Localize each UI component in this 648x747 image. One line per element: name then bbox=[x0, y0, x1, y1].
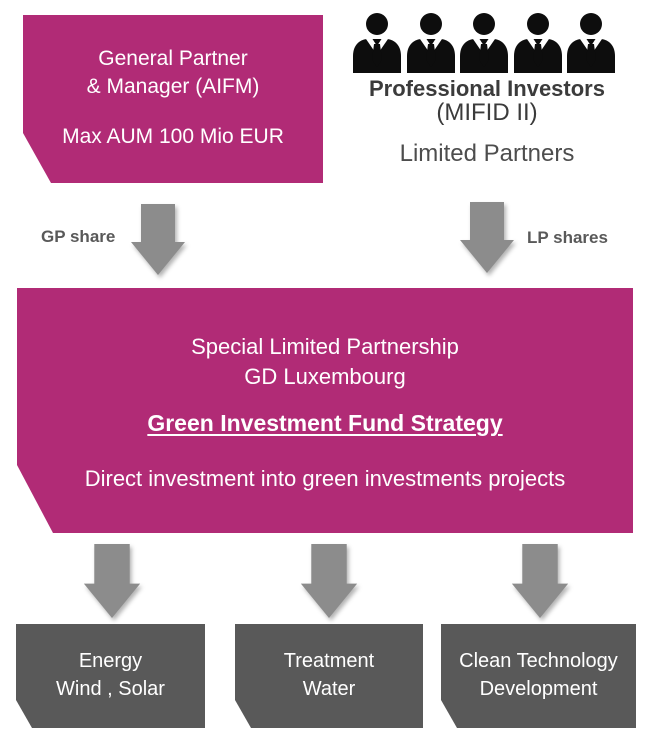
sector-box-energy: Energy Wind , Solar bbox=[16, 624, 205, 728]
fund-partnership-box: Special Limited Partnership GD Luxembour… bbox=[17, 288, 633, 533]
sector-water-line2: Water bbox=[302, 678, 356, 700]
businessman-icon bbox=[460, 13, 508, 73]
gp-box-spacer bbox=[23, 101, 323, 123]
investors-title: Professional Investors bbox=[369, 76, 605, 101]
sector-cleantech-line2: Development bbox=[479, 678, 598, 700]
sector-water-line1: Treatment bbox=[283, 650, 375, 672]
businessman-icon bbox=[513, 13, 562, 73]
businessman-icon bbox=[567, 13, 615, 73]
gp-box-subtitle: Max AUM 100 Mio EUR bbox=[62, 125, 284, 148]
fund-box-line1: Special Limited Partnership bbox=[191, 334, 459, 359]
sector-box-cleantech: Clean Technology Development bbox=[441, 624, 636, 728]
fund-strategy-title: Green Investment Fund Strategy bbox=[147, 410, 503, 436]
gp-down-arrow-icon bbox=[131, 204, 185, 275]
limited-partners-caption: Limited Partners bbox=[399, 140, 575, 167]
fund-description: Direct investment into green investments… bbox=[84, 466, 566, 491]
fund-box-line2: GD Luxembourg bbox=[244, 364, 406, 389]
sector-arrow-icon-water bbox=[300, 544, 358, 618]
sector-cleantech-line1: Clean Technology bbox=[459, 650, 618, 672]
investor-icons-row bbox=[352, 13, 616, 73]
gp-share-label: GP share bbox=[41, 227, 116, 246]
lp-down-arrow-icon bbox=[460, 202, 514, 273]
general-partner-box: General Partner & Manager (AIFM) Max AUM… bbox=[23, 15, 323, 183]
sector-arrow-icon-cleantech bbox=[511, 544, 569, 618]
gp-box-title-line1: General Partner bbox=[98, 47, 248, 70]
gp-box-title-line2: & Manager (AIFM) bbox=[86, 75, 260, 98]
businessman-icon bbox=[353, 13, 401, 73]
businessman-icon bbox=[406, 13, 455, 73]
lp-shares-label: LP shares bbox=[527, 228, 608, 247]
sector-arrow-icon-energy bbox=[83, 544, 141, 618]
sector-box-water: Treatment Water bbox=[235, 624, 423, 728]
investors-subtitle: (MIFID II) bbox=[436, 99, 538, 126]
sector-energy-line2: Wind , Solar bbox=[56, 678, 165, 700]
sector-energy-line1: Energy bbox=[78, 650, 143, 672]
